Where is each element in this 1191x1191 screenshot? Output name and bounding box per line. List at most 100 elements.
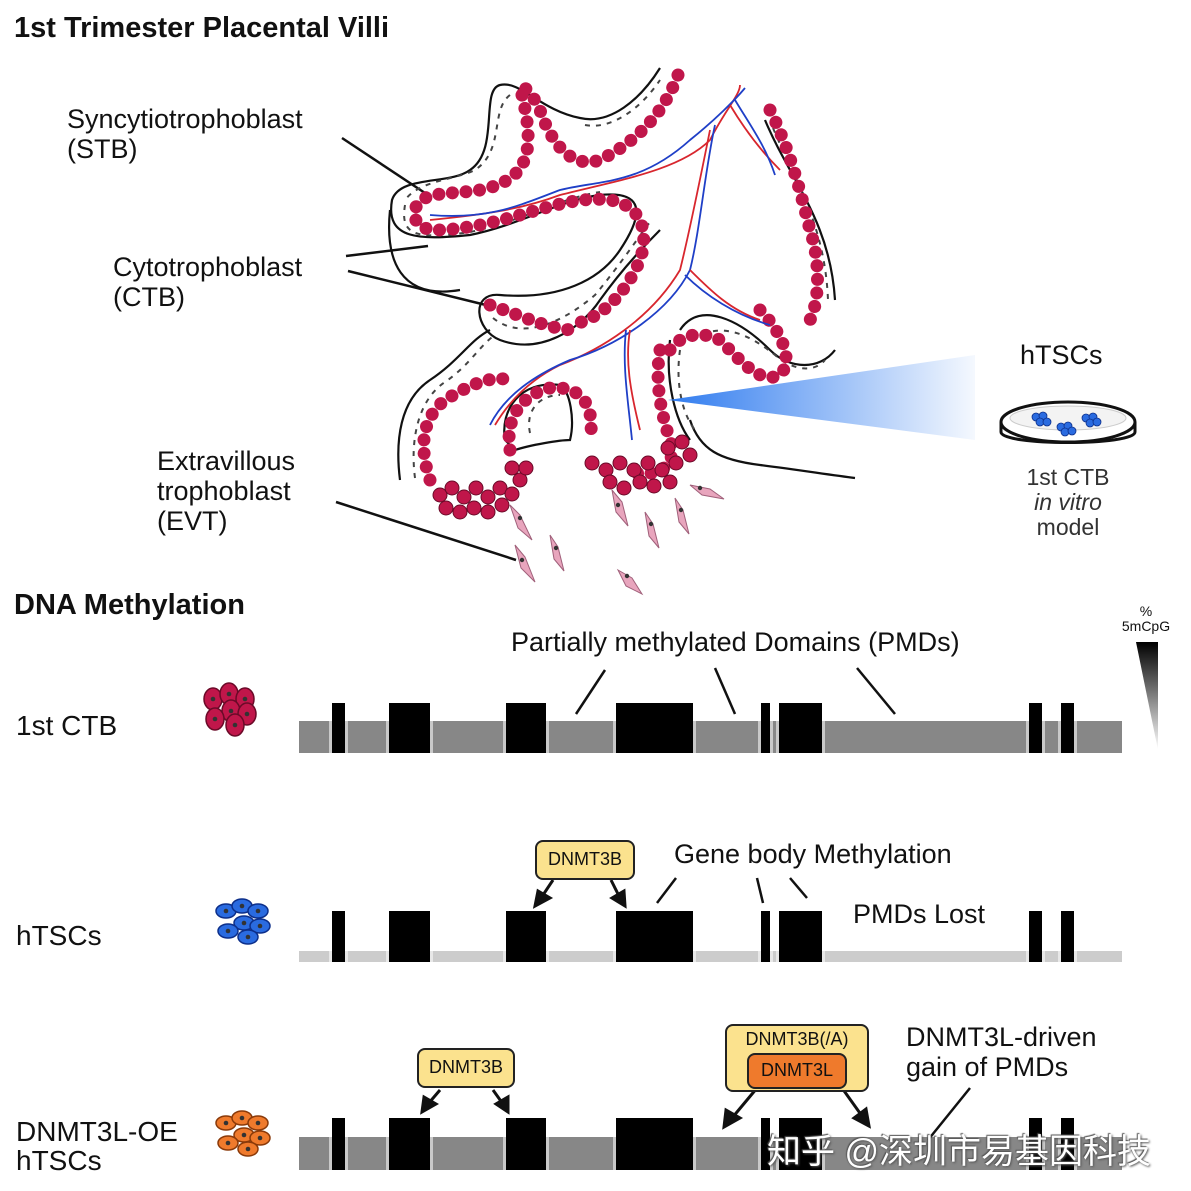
evt-nuclei xyxy=(517,485,703,579)
culture-caption-1: 1st CTB xyxy=(1026,464,1110,490)
evt-cell xyxy=(644,511,660,549)
track-background-row-2 xyxy=(299,951,1122,962)
gene-block-row-2-1 xyxy=(332,911,345,962)
cell-nucleus xyxy=(232,722,238,728)
legend-label-5mcpg: 5mCpG xyxy=(1121,618,1171,634)
cell-nucleus xyxy=(223,1120,229,1126)
pmd-leader-1 xyxy=(574,669,607,715)
cell-nucleus xyxy=(244,711,250,717)
gain-pmd-leader xyxy=(927,1087,971,1141)
gene-block-row-1-1 xyxy=(332,703,345,753)
annotation-pmds-lost: PMDs Lost xyxy=(853,899,986,929)
gene-block-row-3-8 xyxy=(1061,1118,1074,1170)
legend-label: % 5mCpG xyxy=(1114,604,1178,634)
cell-nucleus xyxy=(245,1146,251,1152)
cell-nucleus xyxy=(257,1135,263,1141)
gbm-leader-2 xyxy=(755,877,765,904)
label-evt-name-1: Extravillous xyxy=(157,446,296,476)
ctb-cells xyxy=(408,68,824,487)
enzyme-box-dnmt3b-oe: DNMT3B xyxy=(417,1048,515,1088)
gene-block-row-1-2 xyxy=(389,703,430,753)
annotation-leaders xyxy=(574,667,971,1141)
cell-nucleus xyxy=(212,716,218,722)
culture-caption-2: in vitro xyxy=(1034,489,1102,515)
label-evt: Extravillous trophoblast (EVT) xyxy=(157,446,295,536)
pmd-leader-2 xyxy=(713,667,737,715)
enzyme-arrows xyxy=(420,879,872,1130)
gene-block-row-3-2 xyxy=(389,1118,430,1170)
culture-caption-3: model xyxy=(1036,514,1100,540)
gene-block-row-1-7 xyxy=(1029,703,1042,753)
cell-nucleus xyxy=(210,696,216,702)
gene-block-row-2-8 xyxy=(1061,911,1074,962)
row-label-htscs: hTSCs xyxy=(16,920,102,951)
enzyme-label-dnmt3b-a: DNMT3B(/A) xyxy=(745,1029,849,1049)
enzyme-box-dnmt3l: DNMT3L xyxy=(747,1053,847,1089)
cell-nucleus xyxy=(239,903,245,909)
petri-dish-icon xyxy=(999,400,1137,444)
culture-title: hTSCs xyxy=(1020,340,1103,370)
vein xyxy=(429,87,746,217)
gene-block-row-3-7 xyxy=(1029,1118,1042,1170)
culture-caption: 1st CTB in vitro model xyxy=(1010,465,1126,540)
annotation-gene-body-methylation: Gene body Methylation xyxy=(674,839,952,869)
annotation-gain-line2: gain of PMDs xyxy=(906,1052,1069,1082)
label-evt-abbr: (EVT) xyxy=(157,506,228,536)
label-ctb-name: Cytotrophoblast xyxy=(113,252,303,282)
cell-nucleus xyxy=(245,934,251,940)
cell-nucleus xyxy=(228,708,234,714)
label-stb: Syncytiotrophoblast (STB) xyxy=(67,104,303,164)
cell-nucleus xyxy=(255,1120,261,1126)
gene-block-row-2-5 xyxy=(761,911,770,962)
htsc-colonies xyxy=(1031,411,1102,437)
sampling-beam xyxy=(668,355,975,440)
section-title-placental-villi: 1st Trimester Placental Villi xyxy=(14,12,390,44)
gene-block-row-2-3 xyxy=(506,911,546,962)
cell-nucleus xyxy=(241,920,247,926)
row-label-1st-ctb: 1st CTB xyxy=(16,710,118,741)
enzyme-box-dnmt3b-htsc: DNMT3B xyxy=(535,840,635,880)
label-stb-name: Syncytiotrophoblast xyxy=(67,104,303,134)
evt-cell xyxy=(689,484,725,500)
cell-nucleus xyxy=(241,1132,247,1138)
row-label-dnmt3l-oe-line2: hTSCs xyxy=(16,1145,102,1176)
evt-cell xyxy=(549,534,565,572)
legend-label-percent: % xyxy=(1139,603,1153,619)
cell-nucleus xyxy=(255,908,261,914)
gene-block-row-1-4 xyxy=(616,703,693,753)
blood-vessels xyxy=(429,84,781,441)
gene-block-row-3-5 xyxy=(761,1118,770,1170)
gene-block-row-3-6 xyxy=(779,1118,822,1170)
evt-cell xyxy=(509,504,533,541)
label-stb-abbr: (STB) xyxy=(67,134,138,164)
track-background-row-3 xyxy=(299,1137,1122,1170)
gene-block-row-3-1 xyxy=(332,1118,345,1170)
methylation-tracks xyxy=(299,703,1122,1170)
track-background-row-1 xyxy=(299,721,1122,753)
row-cell-icons xyxy=(203,682,271,1157)
annotation-pmds: Partially methylated Domains (PMDs) xyxy=(511,627,960,657)
evt-cell xyxy=(611,488,629,527)
gbm-leader-1 xyxy=(656,877,677,904)
pmd-leader-3 xyxy=(856,667,896,715)
watermark: 知乎 @深圳市易基因科技 xyxy=(767,1133,1151,1171)
label-evt-name-2: trophoblast xyxy=(157,476,291,506)
annotation-gain-line1: DNMT3L-driven xyxy=(906,1022,1097,1052)
cell-nucleus xyxy=(239,1115,245,1121)
cell-nucleus xyxy=(225,928,231,934)
gene-block-row-2-7 xyxy=(1029,911,1042,962)
evt-cell xyxy=(616,568,644,596)
label-ctb-abbr: (CTB) xyxy=(113,282,185,312)
cell-nucleus xyxy=(257,923,263,929)
cell-nucleus xyxy=(242,696,248,702)
annotation-gain-of-pmds: DNMT3L-driven gain of PMDs xyxy=(906,1022,1097,1082)
leader-evt xyxy=(335,500,517,562)
gene-block-row-1-3 xyxy=(506,703,546,753)
gene-block-row-3-3 xyxy=(506,1118,546,1170)
cell-nucleus xyxy=(226,691,232,697)
row-label-dnmt3l-oe-line1: DNMT3L-OE xyxy=(16,1116,178,1147)
section-title-dna-methylation: DNA Methylation xyxy=(14,589,245,621)
leader-stb xyxy=(341,136,429,197)
gene-block-row-2-2 xyxy=(389,911,430,962)
